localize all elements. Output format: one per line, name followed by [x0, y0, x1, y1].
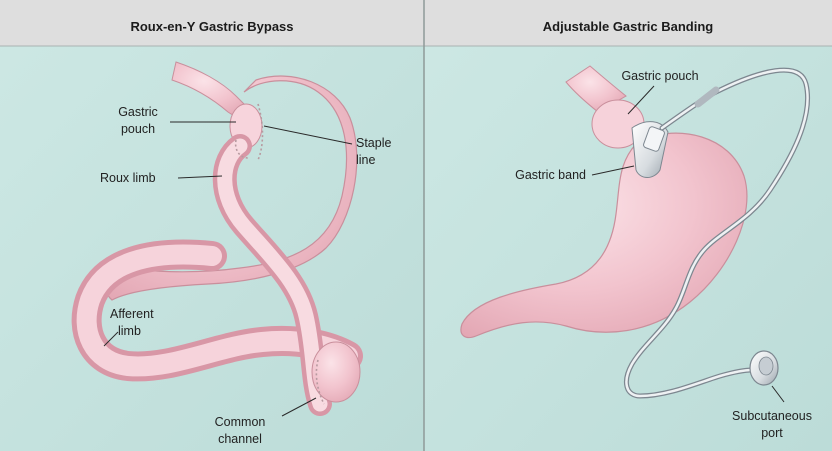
- label-subcutaneous-port-line-2: port: [761, 426, 783, 440]
- label-roux-limb: Roux limb: [100, 171, 156, 185]
- label-common-channel-line-2: channel: [218, 432, 262, 446]
- label-gastric-pouch-right: Gastric pouch: [621, 69, 698, 83]
- label-staple-line-line-2: line: [356, 153, 376, 167]
- label-afferent-limb-line-2: limb: [118, 324, 141, 338]
- label-gastric-pouch-line-1: Gastric: [118, 105, 158, 119]
- right-panel-title: Adjustable Gastric Banding: [543, 19, 714, 34]
- label-gastric-band: Gastric band: [515, 168, 586, 182]
- label-subcutaneous-port-line-1: Subcutaneous: [732, 409, 812, 423]
- left-panel-title: Roux-en-Y Gastric Bypass: [130, 19, 293, 34]
- label-afferent-limb-line-1: Afferent: [110, 307, 154, 321]
- port-septum: [759, 357, 773, 375]
- label-gastric-pouch-line-2: pouch: [121, 122, 155, 136]
- label-staple-line-line-1: Staple: [356, 136, 391, 150]
- label-common-channel-line-1: Common: [215, 415, 266, 429]
- left-panel-background: [0, 0, 424, 451]
